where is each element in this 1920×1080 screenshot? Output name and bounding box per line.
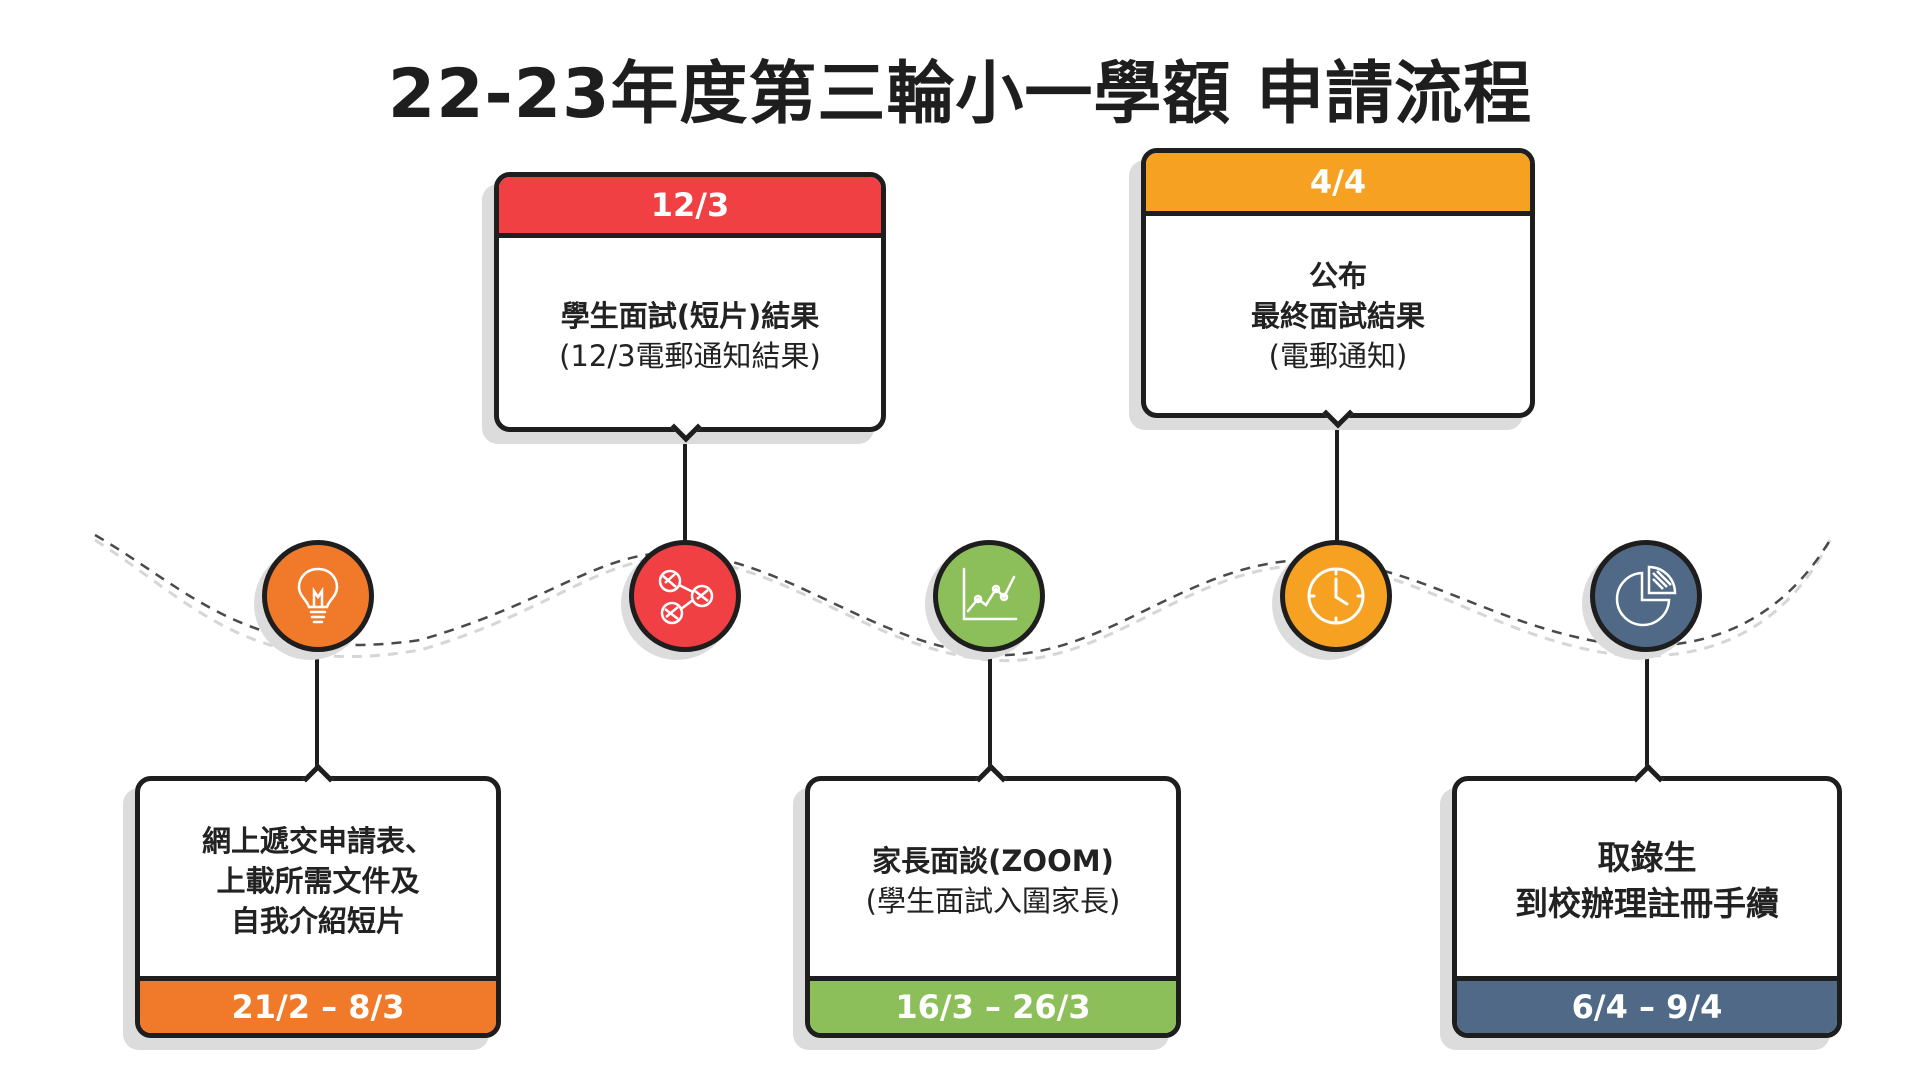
step-3-line-2: (學生面試入圍家長) bbox=[865, 884, 1121, 918]
step-2-line-2: (12/3電郵通知結果) bbox=[559, 338, 821, 373]
step-5-date: 6/4 – 9/4 bbox=[1457, 976, 1837, 1033]
step-2-date: 12/3 bbox=[499, 177, 881, 238]
connector-1 bbox=[315, 648, 319, 776]
step-1-date: 21/2 – 8/3 bbox=[140, 976, 496, 1033]
connector-4 bbox=[1335, 418, 1339, 544]
step-1-line-3: 自我介紹短片 bbox=[230, 904, 405, 938]
lightbulb-icon bbox=[297, 567, 339, 624]
step-4-line-1: 公布 bbox=[1308, 259, 1367, 293]
step-5-card: 取錄生 到校辦理註冊手續 6/4 – 9/4 bbox=[1452, 776, 1842, 1038]
step-3-card: 家長面談(ZOOM) (學生面試入圍家長) 16/3 – 26/3 bbox=[805, 776, 1181, 1038]
step-2-line-1: 學生面試(短片)結果 bbox=[560, 298, 820, 333]
step-1-line-1: 網上遞交申請表、 bbox=[201, 824, 434, 858]
step-1-line-2: 上載所需文件及 bbox=[216, 864, 420, 898]
pie-chart-icon bbox=[1615, 565, 1677, 627]
step-4-body: 公布 最終面試結果 (電郵通知) bbox=[1146, 216, 1530, 413]
step-3-body: 家長面談(ZOOM) (學生面試入圍家長) bbox=[810, 781, 1176, 981]
connector-5 bbox=[1645, 648, 1649, 776]
step-5-line-2: 到校辦理註冊手續 bbox=[1515, 884, 1779, 923]
step-1-card: 網上遞交申請表、 上載所需文件及 自我介紹短片 21/2 – 8/3 bbox=[135, 776, 501, 1038]
step-4-card: 4/4 公布 最終面試結果 (電郵通知) bbox=[1141, 148, 1535, 418]
step-1-body: 網上遞交申請表、 上載所需文件及 自我介紹短片 bbox=[140, 781, 496, 981]
line-chart-icon bbox=[962, 567, 1018, 621]
share-icon bbox=[658, 569, 714, 625]
step-2-node bbox=[629, 540, 741, 652]
step-1-node bbox=[262, 540, 374, 652]
step-3-node bbox=[933, 540, 1045, 652]
step-4-node bbox=[1280, 540, 1392, 652]
page-title: 22-23年度第三輪小一學額 申請流程 bbox=[387, 55, 1533, 134]
step-3-line-1: 家長面談(ZOOM) bbox=[872, 844, 1114, 878]
connector-2 bbox=[683, 432, 687, 550]
step-3-date: 16/3 – 26/3 bbox=[810, 976, 1176, 1033]
step-2-card: 12/3 學生面試(短片)結果 (12/3電郵通知結果) bbox=[494, 172, 886, 432]
step-2-body: 學生面試(短片)結果 (12/3電郵通知結果) bbox=[499, 238, 881, 427]
connector-3 bbox=[988, 648, 992, 776]
step-4-date: 4/4 bbox=[1146, 153, 1530, 216]
step-5-line-1: 取錄生 bbox=[1597, 838, 1697, 877]
clock-icon bbox=[1307, 567, 1365, 625]
step-4-line-2: 最終面試結果 bbox=[1250, 299, 1425, 333]
step-5-node bbox=[1590, 540, 1702, 652]
step-4-line-3: (電郵通知) bbox=[1268, 339, 1408, 373]
step-5-body: 取錄生 到校辦理註冊手續 bbox=[1457, 781, 1837, 981]
